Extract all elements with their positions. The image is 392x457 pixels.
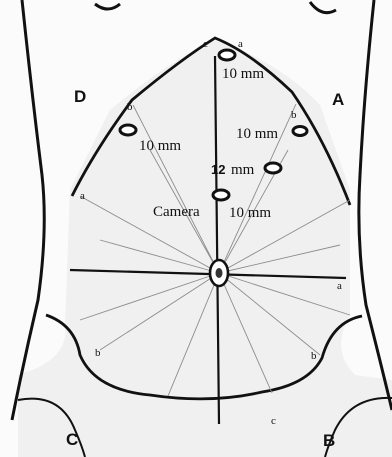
port-12mm-number: 12 — [211, 162, 225, 177]
quadrant-label-a: A — [332, 90, 344, 109]
port-left — [120, 125, 136, 135]
port-12mm-unit: mm — [231, 162, 255, 178]
right-torso-edge — [359, 0, 392, 410]
camera-port-size: 10 mm — [229, 205, 271, 221]
point-label-b-left: b — [127, 101, 133, 113]
quadrant-label-b: B — [323, 431, 335, 450]
quadrant-label-d: D — [74, 87, 86, 106]
point-label-c-top: c — [203, 38, 208, 50]
port-left-size: 10 mm — [139, 138, 181, 154]
point-label-a-left: a — [80, 190, 85, 202]
chest-mark-right — [310, 2, 336, 13]
point-label-c-lower: c — [271, 415, 276, 427]
point-label-a-top: a — [238, 38, 243, 50]
quadrant-label-c: C — [66, 430, 78, 449]
point-label-b-right: b — [291, 109, 297, 121]
port-right-10 — [293, 127, 307, 136]
port-12mm — [265, 163, 281, 173]
port-top-size: 10 mm — [222, 66, 264, 82]
point-label-b-lower-left: b — [95, 347, 101, 359]
point-label-b-lower-right: b — [311, 350, 317, 362]
point-label-a-right: a — [337, 280, 342, 292]
port-top — [219, 50, 235, 60]
left-torso-edge — [12, 0, 44, 420]
camera-port-label: Camera — [153, 204, 200, 220]
chest-mark-left — [95, 4, 120, 9]
port-right-size: 10 mm — [236, 126, 278, 142]
port-camera — [213, 190, 229, 200]
umbilicus-center — [216, 268, 223, 278]
